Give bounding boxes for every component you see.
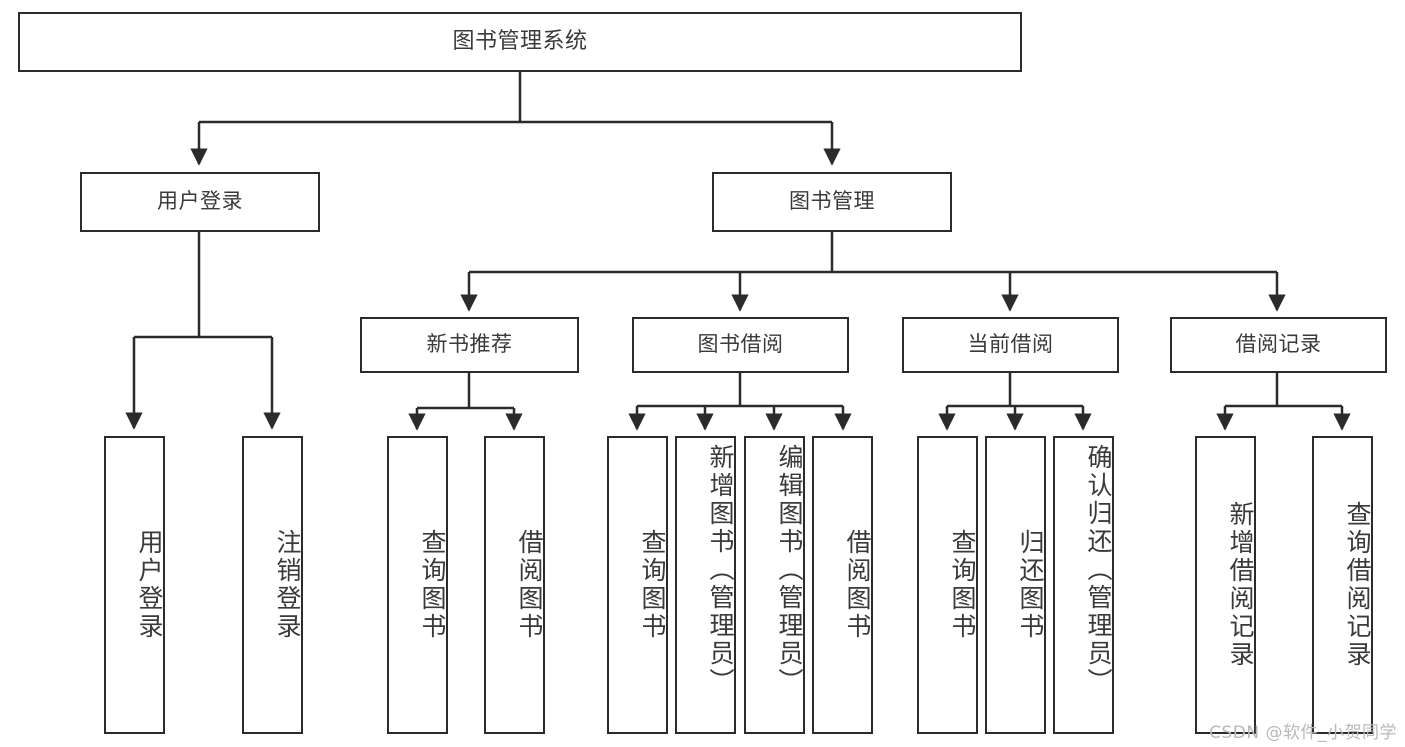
node-book-borrow-label: 图书借阅: [697, 332, 784, 357]
leaf-book-borrow-query[interactable]: 查询图书: [607, 436, 668, 734]
node-borrow-record-label: 借阅记录: [1235, 332, 1322, 357]
leaf-book-borrow-edit[interactable]: 编辑图书（管理员）: [744, 436, 805, 734]
leaf-current-borrow-return[interactable]: 归还图书: [985, 436, 1046, 734]
leaf-book-borrow-borrow[interactable]: 借阅图书: [812, 436, 873, 734]
leaf-current-borrow-confirm-label: 确认归还（管理员）: [1084, 444, 1113, 696]
leaf-user-login-logout-label: 注销登录: [273, 529, 302, 641]
leaf-book-borrow-edit-label: 编辑图书（管理员）: [775, 444, 804, 696]
leaf-new-book-query-label: 查询图书: [418, 529, 447, 641]
node-new-book-recommend[interactable]: 新书推荐: [360, 317, 579, 373]
node-root-label: 图书管理系统: [452, 28, 588, 54]
leaf-user-login-logout[interactable]: 注销登录: [242, 436, 303, 734]
node-user-login[interactable]: 用户登录: [80, 172, 320, 232]
leaf-borrow-record-add[interactable]: 新增借阅记录: [1195, 436, 1256, 734]
leaf-book-borrow-query-label: 查询图书: [638, 529, 667, 641]
leaf-current-borrow-return-label: 归还图书: [1016, 529, 1045, 641]
leaf-book-borrow-borrow-label: 借阅图书: [843, 529, 872, 641]
leaf-borrow-record-query-label: 查询借阅记录: [1343, 501, 1372, 669]
node-current-borrow-label: 当前借阅: [967, 332, 1054, 357]
node-book-manage-label: 图书管理: [789, 189, 875, 214]
leaf-new-book-borrow[interactable]: 借阅图书: [484, 436, 545, 734]
node-borrow-record[interactable]: 借阅记录: [1170, 317, 1387, 373]
leaf-current-borrow-query-label: 查询图书: [948, 529, 977, 641]
leaf-user-login-login-label: 用户登录: [135, 529, 164, 641]
leaf-current-borrow-confirm[interactable]: 确认归还（管理员）: [1053, 436, 1114, 734]
node-new-book-recommend-label: 新书推荐: [426, 332, 513, 357]
leaf-current-borrow-query[interactable]: 查询图书: [917, 436, 978, 734]
node-book-manage[interactable]: 图书管理: [712, 172, 952, 232]
leaf-borrow-record-add-label: 新增借阅记录: [1226, 501, 1255, 669]
leaf-user-login-login[interactable]: 用户登录: [104, 436, 165, 734]
node-root[interactable]: 图书管理系统: [18, 12, 1022, 72]
watermark-text: CSDN @软件_小贺同学: [1209, 723, 1397, 743]
leaf-new-book-query[interactable]: 查询图书: [387, 436, 448, 734]
leaf-book-borrow-add[interactable]: 新增图书（管理员）: [675, 436, 736, 734]
leaf-borrow-record-query[interactable]: 查询借阅记录: [1312, 436, 1373, 734]
node-current-borrow[interactable]: 当前借阅: [902, 317, 1119, 373]
node-user-login-label: 用户登录: [157, 189, 243, 214]
node-book-borrow[interactable]: 图书借阅: [632, 317, 849, 373]
leaf-book-borrow-add-label: 新增图书（管理员）: [706, 444, 735, 696]
leaf-new-book-borrow-label: 借阅图书: [515, 529, 544, 641]
